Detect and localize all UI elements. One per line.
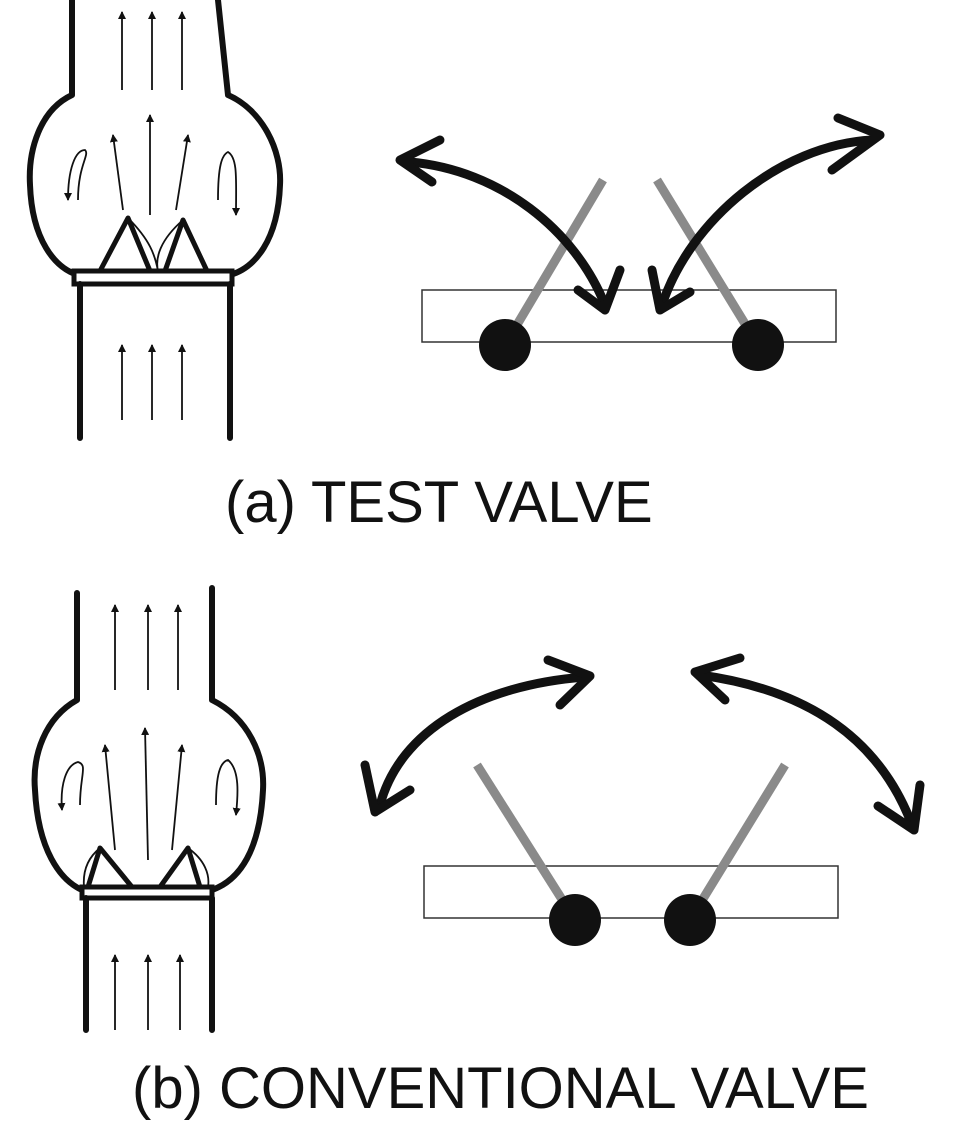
test-valve-flow-sketch bbox=[26, 0, 284, 441]
panel-b-label: (b) CONVENTIONAL VALVE bbox=[132, 1056, 869, 1121]
flow-arrows bbox=[57, 604, 241, 1030]
conventional-valve-leaflet-motion bbox=[360, 653, 925, 946]
conventional-valve-flow-sketch bbox=[31, 585, 267, 1033]
test-valve-leaflet-motion bbox=[395, 113, 885, 371]
flow-arrows bbox=[64, 11, 241, 420]
panel-a-label: (a) TEST VALVE bbox=[225, 470, 653, 535]
